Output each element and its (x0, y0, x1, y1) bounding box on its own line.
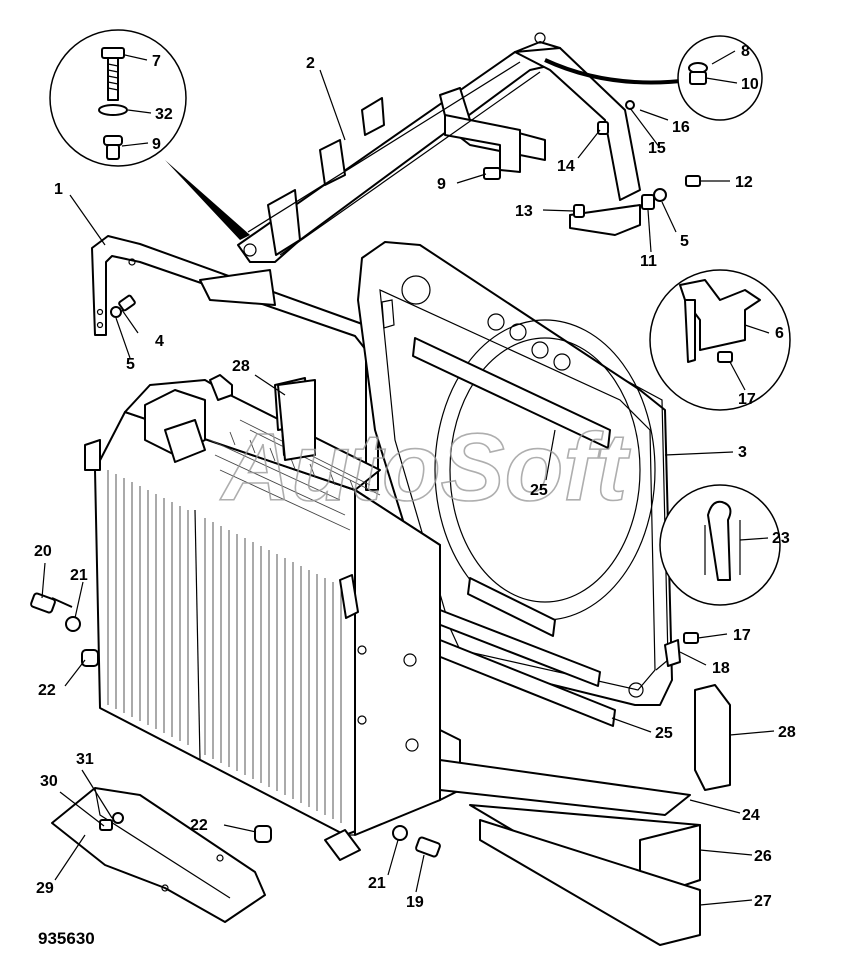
callout-label: 26 (754, 848, 772, 865)
callout-label: 20 (34, 543, 52, 560)
callout-label: 6 (775, 325, 784, 342)
callout-label: 17 (733, 627, 751, 644)
callout-label: 21 (70, 567, 88, 584)
callout-label: 24 (742, 807, 760, 824)
detail-seal-profile (659, 484, 781, 606)
radiator-fins (107, 419, 381, 823)
callout-label: 13 (515, 203, 533, 220)
detail-link-right (544, 58, 691, 85)
part-lower-cover (51, 787, 266, 923)
callout-label: 19 (406, 894, 424, 911)
leader-lines (41, 50, 775, 906)
callout-label: 25 (655, 725, 673, 742)
detail-bolt-washer (49, 29, 187, 167)
fasteners (30, 100, 701, 858)
callout-label: 2 (306, 55, 315, 72)
callout-label: 28 (232, 358, 250, 375)
part-radiator (84, 374, 441, 861)
callout-label: 23 (772, 530, 790, 547)
callout-label: 1 (54, 181, 63, 198)
callout-label: 16 (672, 119, 690, 136)
callout-label: 9 (437, 176, 446, 193)
callout-label: 3 (738, 444, 747, 461)
callout-label: 15 (648, 140, 666, 157)
callout-label: 27 (754, 893, 772, 910)
callout-label: 31 (76, 751, 94, 768)
callout-label: 30 (40, 773, 58, 790)
callout-label: 28 (778, 724, 796, 741)
callout-label: 22 (190, 817, 208, 834)
callout-label: 10 (741, 76, 759, 93)
detail-link-left (165, 160, 250, 240)
callout-label: 4 (155, 333, 164, 350)
callout-label: 32 (155, 106, 173, 123)
detail-clip-nut (677, 35, 763, 121)
part-foam-block (277, 379, 731, 791)
reference-number: 935630 (38, 929, 95, 948)
callout-label: 9 (152, 136, 161, 153)
callout-label: 17 (738, 391, 756, 408)
callout-label: 11 (640, 253, 657, 270)
callout-label: 7 (152, 53, 161, 70)
callout-label: 18 (712, 660, 730, 677)
callout-label: 29 (36, 880, 54, 897)
part-seal-strips (412, 337, 616, 727)
callout-labels: 1 2 3 4 5 5 6 7 8 9 9 10 11 12 13 14 15 … (34, 43, 796, 911)
callout-label: 5 (680, 233, 689, 250)
callout-label: 22 (38, 682, 56, 699)
watermark: AutoSoft (220, 414, 631, 521)
part-base-mount (439, 729, 701, 946)
callout-label: 21 (368, 875, 386, 892)
callout-label: 12 (735, 174, 753, 191)
callout-label: 8 (741, 43, 750, 60)
detail-bracket-clip (649, 269, 791, 411)
callout-label: 25 (530, 482, 548, 499)
callout-label: 5 (126, 356, 135, 373)
callout-label: 14 (557, 158, 575, 175)
part-upper-frame (237, 32, 641, 263)
